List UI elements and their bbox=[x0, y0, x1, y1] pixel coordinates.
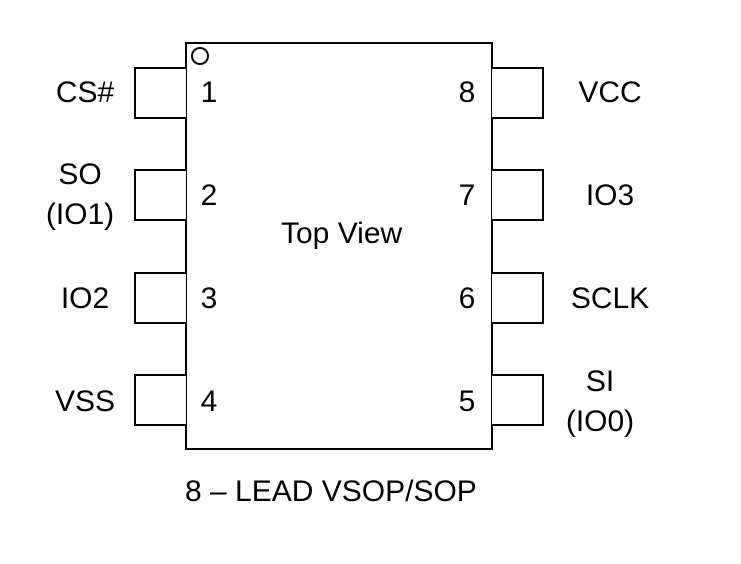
pin-5-label: SI bbox=[585, 365, 615, 398]
pin-7-lead bbox=[492, 169, 544, 221]
pin-2-label: SO bbox=[58, 158, 102, 191]
pin-8-label: VCC bbox=[578, 76, 642, 109]
pin-5-lead bbox=[492, 374, 544, 426]
pin-7-number: 7 bbox=[458, 179, 476, 212]
pin-4-lead bbox=[134, 374, 186, 426]
pin-7-label: IO3 bbox=[585, 179, 635, 212]
pin-4-label: VSS bbox=[54, 385, 116, 418]
pin1-indicator-dot bbox=[191, 47, 209, 65]
pin-2-lead bbox=[134, 169, 186, 221]
package-caption: 8 – LEAD VSOP/SOP bbox=[185, 475, 477, 508]
pin-3-lead bbox=[134, 272, 186, 324]
pin-6-lead bbox=[492, 272, 544, 324]
pin-3-label: IO2 bbox=[60, 282, 110, 315]
pin-6-number: 6 bbox=[458, 282, 476, 315]
top-view-label: Top View bbox=[281, 217, 403, 250]
pin-8-lead bbox=[492, 67, 544, 119]
pin-8-number: 8 bbox=[458, 76, 476, 109]
pin-1-lead bbox=[134, 67, 186, 119]
pin-1-number: 1 bbox=[200, 76, 218, 109]
pin-2-alt-label: (IO1) bbox=[45, 198, 115, 231]
pin-1-label: CS# bbox=[55, 76, 115, 109]
pin-2-number: 2 bbox=[200, 179, 218, 212]
chip-body bbox=[185, 42, 493, 450]
pin-5-alt-label: (IO0) bbox=[565, 405, 635, 438]
pin-3-number: 3 bbox=[200, 282, 218, 315]
pin-6-label: SCLK bbox=[570, 282, 650, 315]
pin-5-number: 5 bbox=[458, 385, 476, 418]
pin-4-number: 4 bbox=[200, 385, 218, 418]
